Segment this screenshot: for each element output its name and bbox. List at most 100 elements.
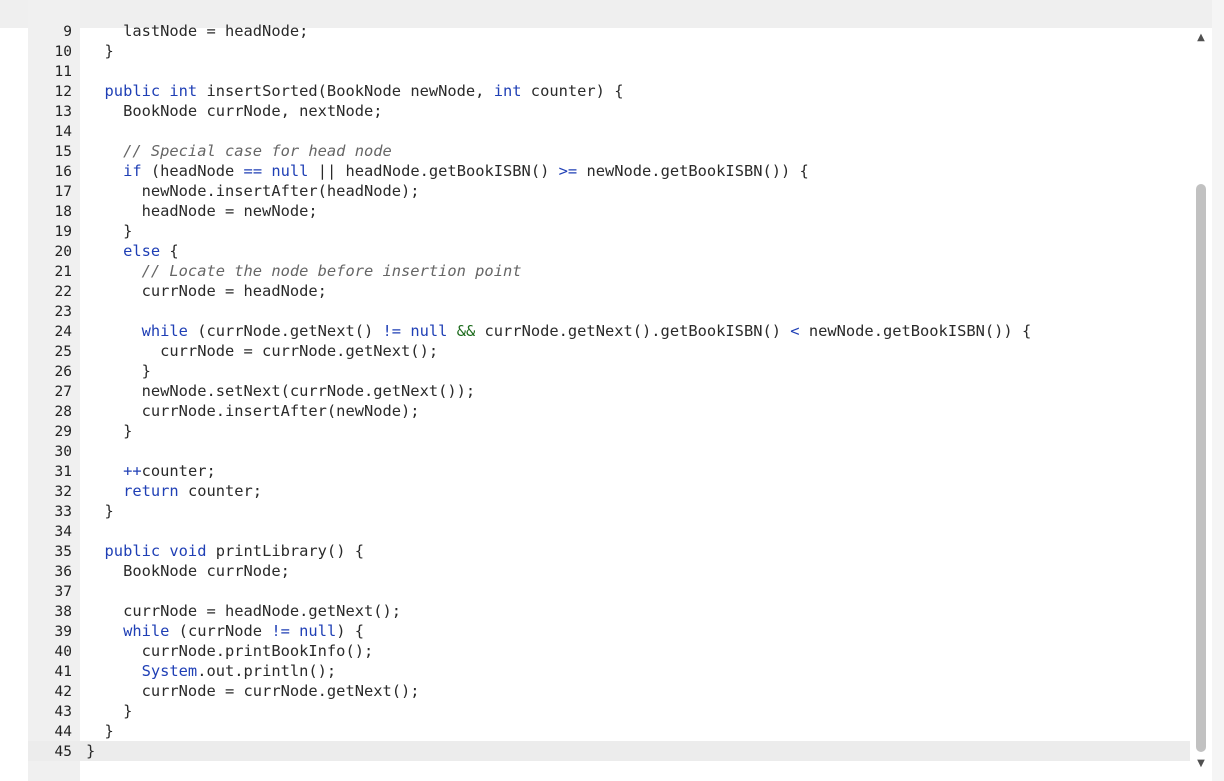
code-text[interactable]: } bbox=[86, 361, 151, 381]
code-token: (headNode bbox=[141, 162, 244, 180]
code-line[interactable]: 28 currNode.insertAfter(newNode); bbox=[28, 401, 1190, 421]
code-token: counter) { bbox=[521, 82, 624, 100]
code-line[interactable]: 37 bbox=[28, 581, 1190, 601]
line-number: 12 bbox=[54, 84, 72, 100]
code-line[interactable]: 41 System.out.println(); bbox=[28, 661, 1190, 681]
code-text[interactable]: } bbox=[86, 721, 114, 741]
code-text[interactable]: return counter; bbox=[86, 481, 262, 501]
code-line[interactable]: 24 while (currNode.getNext() != null && … bbox=[28, 321, 1190, 341]
code-token: currNode = headNode.getNext(); bbox=[86, 602, 402, 620]
code-token: else bbox=[86, 242, 161, 260]
code-text[interactable]: System.out.println(); bbox=[86, 661, 337, 681]
vertical-scrollbar-thumb[interactable] bbox=[1196, 184, 1206, 752]
code-text[interactable]: currNode = currNode.getNext(); bbox=[86, 341, 438, 361]
code-line[interactable]: 13 BookNode currNode, nextNode; bbox=[28, 101, 1190, 121]
code-line[interactable]: 30 bbox=[28, 441, 1190, 461]
code-line[interactable]: 9 lastNode = headNode; bbox=[28, 21, 1190, 41]
code-token: counter; bbox=[178, 482, 263, 500]
code-token: newNode.setNext(currNode.getNext()); bbox=[86, 382, 476, 400]
code-text[interactable]: // Locate the node before insertion poin… bbox=[86, 261, 522, 281]
code-line[interactable]: 43 } bbox=[28, 701, 1190, 721]
code-text[interactable]: // Special case for head node bbox=[86, 141, 392, 161]
code-text[interactable]: currNode = headNode; bbox=[86, 281, 327, 301]
code-token: BookNode currNode, nextNode; bbox=[86, 102, 383, 120]
code-line[interactable]: 45} bbox=[28, 741, 1190, 761]
code-line[interactable]: 42 currNode = currNode.getNext(); bbox=[28, 681, 1190, 701]
code-token: while bbox=[86, 322, 188, 340]
code-token: null bbox=[401, 322, 448, 340]
code-text[interactable]: else { bbox=[86, 241, 179, 261]
code-text[interactable]: public void printLibrary() { bbox=[86, 541, 364, 561]
code-line[interactable]: 36 BookNode currNode; bbox=[28, 561, 1190, 581]
code-line[interactable]: 27 newNode.setNext(currNode.getNext()); bbox=[28, 381, 1190, 401]
code-text[interactable]: if (headNode == null || headNode.getBook… bbox=[86, 161, 809, 181]
line-number: 34 bbox=[54, 524, 72, 540]
code-text[interactable]: } bbox=[86, 701, 132, 721]
code-line[interactable]: 14 bbox=[28, 121, 1190, 141]
line-number: 30 bbox=[54, 444, 72, 460]
code-text[interactable]: currNode = headNode.getNext(); bbox=[86, 601, 401, 621]
code-line[interactable]: 11 bbox=[28, 61, 1190, 81]
code-text[interactable]: currNode = currNode.getNext(); bbox=[86, 681, 420, 701]
code-text[interactable]: while (currNode != null) { bbox=[86, 621, 364, 641]
code-text[interactable]: currNode.insertAfter(newNode); bbox=[86, 401, 420, 421]
code-line[interactable]: 18 headNode = newNode; bbox=[28, 201, 1190, 221]
code-token: if bbox=[86, 162, 142, 180]
code-line[interactable]: 32 return counter; bbox=[28, 481, 1190, 501]
code-line[interactable]: 20 else { bbox=[28, 241, 1190, 261]
code-text[interactable]: } bbox=[86, 741, 95, 761]
code-line[interactable]: 34 bbox=[28, 521, 1190, 541]
code-line[interactable]: 10 } bbox=[28, 41, 1190, 61]
code-text[interactable]: ++counter; bbox=[86, 461, 216, 481]
scroll-down-icon[interactable]: ▼ bbox=[1197, 758, 1205, 769]
line-number: 25 bbox=[54, 344, 72, 360]
code-text[interactable]: headNode = newNode; bbox=[86, 201, 318, 221]
code-token: } bbox=[86, 702, 133, 720]
code-text[interactable]: lastNode = headNode; bbox=[86, 21, 308, 41]
code-text[interactable]: while (currNode.getNext() != null && cur… bbox=[86, 321, 1032, 341]
code-line[interactable]: 39 while (currNode != null) { bbox=[28, 621, 1190, 641]
line-number: 31 bbox=[54, 464, 72, 480]
code-token: < bbox=[790, 322, 800, 340]
line-number: 9 bbox=[63, 24, 72, 40]
code-token: (currNode bbox=[169, 622, 272, 640]
code-line[interactable]: 44 } bbox=[28, 721, 1190, 741]
code-text[interactable]: public int insertSorted(BookNode newNode… bbox=[86, 81, 624, 101]
code-token: newNode.getBookISBN()) { bbox=[577, 162, 809, 180]
code-line[interactable]: 38 currNode = headNode.getNext(); bbox=[28, 601, 1190, 621]
code-line[interactable]: 16 if (headNode == null || headNode.getB… bbox=[28, 161, 1190, 181]
code-line[interactable]: 17 newNode.insertAfter(headNode); bbox=[28, 181, 1190, 201]
line-number: 45 bbox=[54, 744, 72, 760]
code-line[interactable]: 40 currNode.printBookInfo(); bbox=[28, 641, 1190, 661]
code-text[interactable]: BookNode currNode; bbox=[86, 561, 290, 581]
code-line[interactable]: 26 } bbox=[28, 361, 1190, 381]
code-line[interactable]: 29 } bbox=[28, 421, 1190, 441]
scroll-up-icon[interactable]: ▲ bbox=[1197, 32, 1205, 43]
line-number: 44 bbox=[54, 724, 72, 740]
code-line[interactable]: 21 // Locate the node before insertion p… bbox=[28, 261, 1190, 281]
code-line[interactable]: 25 currNode = currNode.getNext(); bbox=[28, 341, 1190, 361]
code-line[interactable]: 35 public void printLibrary() { bbox=[28, 541, 1190, 561]
code-text[interactable]: } bbox=[86, 41, 114, 61]
code-token: currNode.getNext().getBookISBN() bbox=[475, 322, 791, 340]
code-text[interactable]: } bbox=[86, 221, 132, 241]
code-line[interactable]: 12 public int insertSorted(BookNode newN… bbox=[28, 81, 1190, 101]
code-text[interactable]: newNode.insertAfter(headNode); bbox=[86, 181, 420, 201]
code-line[interactable]: 33 } bbox=[28, 501, 1190, 521]
code-line[interactable]: 19 } bbox=[28, 221, 1190, 241]
code-text[interactable]: newNode.setNext(currNode.getNext()); bbox=[86, 381, 476, 401]
code-token: || headNode.getBookISBN() bbox=[308, 162, 559, 180]
line-number: 11 bbox=[54, 64, 72, 80]
code-line[interactable]: 31 ++counter; bbox=[28, 461, 1190, 481]
code-line[interactable]: 23 bbox=[28, 301, 1190, 321]
code-text[interactable]: } bbox=[86, 501, 114, 521]
code-line[interactable]: 22 currNode = headNode; bbox=[28, 281, 1190, 301]
code-text[interactable]: } bbox=[86, 421, 132, 441]
code-token: } bbox=[86, 222, 133, 240]
code-line[interactable]: 15 // Special case for head node bbox=[28, 141, 1190, 161]
code-text[interactable]: BookNode currNode, nextNode; bbox=[86, 101, 383, 121]
code-text[interactable]: currNode.printBookInfo(); bbox=[86, 641, 374, 661]
code-token: // Locate the node before insertion poin… bbox=[86, 262, 522, 280]
